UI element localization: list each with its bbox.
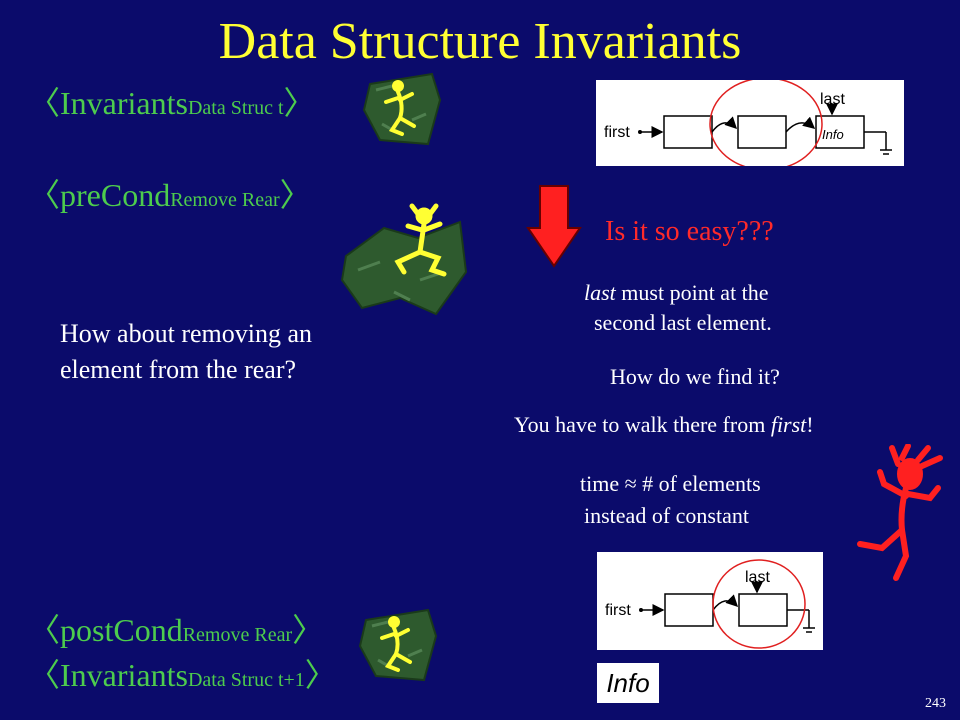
close-bracket: 〉: [292, 612, 325, 648]
last-note-rest: must point at the: [615, 280, 769, 305]
open-bracket: 〈: [28, 177, 61, 213]
condition-main: Invariants: [60, 657, 188, 693]
removal-question: How about removing an element from the r…: [60, 316, 312, 388]
last-pointer-note: last must point at the second last eleme…: [584, 278, 772, 338]
invariants-t1-condition: 〈InvariantsData Struc t+1〉: [28, 650, 337, 696]
time-line: time ≈ # of elements: [580, 471, 761, 496]
last-label: last: [820, 91, 845, 108]
first-label: first: [605, 602, 631, 619]
instead-line: instead of constant: [584, 503, 749, 528]
slide-number: 243: [925, 696, 946, 711]
condition-subscript: Remove Rear: [182, 624, 293, 646]
info-label-box: Info: [597, 663, 659, 703]
open-bracket: 〈: [28, 657, 61, 693]
condition-subscript: Remove Rear: [170, 189, 280, 211]
condition-subscript: Data Struc t+1: [187, 669, 305, 691]
walk-note: You have to walk there from first!: [514, 412, 814, 438]
close-bracket: 〉: [283, 85, 316, 121]
question-line-1: How about removing an: [60, 319, 313, 348]
postcond-condition: 〈postCondRemove Rear〉: [28, 605, 324, 651]
last-keyword: last: [584, 280, 616, 305]
red-down-arrow-icon: [526, 185, 582, 268]
precond-condition: 〈preCondRemove Rear〉: [28, 170, 312, 216]
condition-main: Invariants: [60, 85, 188, 121]
close-bracket: 〉: [304, 657, 337, 693]
walk-post: !: [806, 412, 814, 437]
condition-main: postCond: [60, 612, 183, 648]
second-last-line: second last element.: [594, 310, 772, 335]
linked-list-diagram-top: first Info last: [596, 80, 904, 166]
open-bracket: 〈: [28, 85, 61, 121]
figure-on-stone-icon: [358, 608, 438, 682]
time-note: time ≈ # of elements instead of constant: [580, 468, 761, 532]
condition-main: preCond: [60, 177, 171, 213]
first-label: first: [604, 124, 630, 141]
jumping-figure-stone-icon: [340, 203, 468, 316]
question-line-2: element from the rear?: [60, 355, 297, 384]
easy-question: Is it so easy???: [605, 216, 774, 247]
slide-title: Data Structure Invariants: [218, 13, 742, 70]
close-bracket: 〉: [279, 177, 312, 213]
linked-list-diagram-bottom: first last: [597, 552, 823, 650]
walk-pre: You have to walk there from: [514, 412, 771, 437]
invariants-t-condition: 〈InvariantsData Struc t〉: [28, 78, 316, 124]
last-label: last: [745, 569, 770, 586]
panicking-red-figure-icon: [857, 444, 943, 581]
figure-on-stone-icon: [362, 72, 442, 146]
info-node-label: Info: [822, 127, 844, 142]
walk-first: first: [770, 412, 807, 437]
open-bracket: 〈: [28, 612, 61, 648]
condition-subscript: Data Struc t: [187, 97, 284, 119]
find-question: How do we find it?: [610, 364, 780, 389]
